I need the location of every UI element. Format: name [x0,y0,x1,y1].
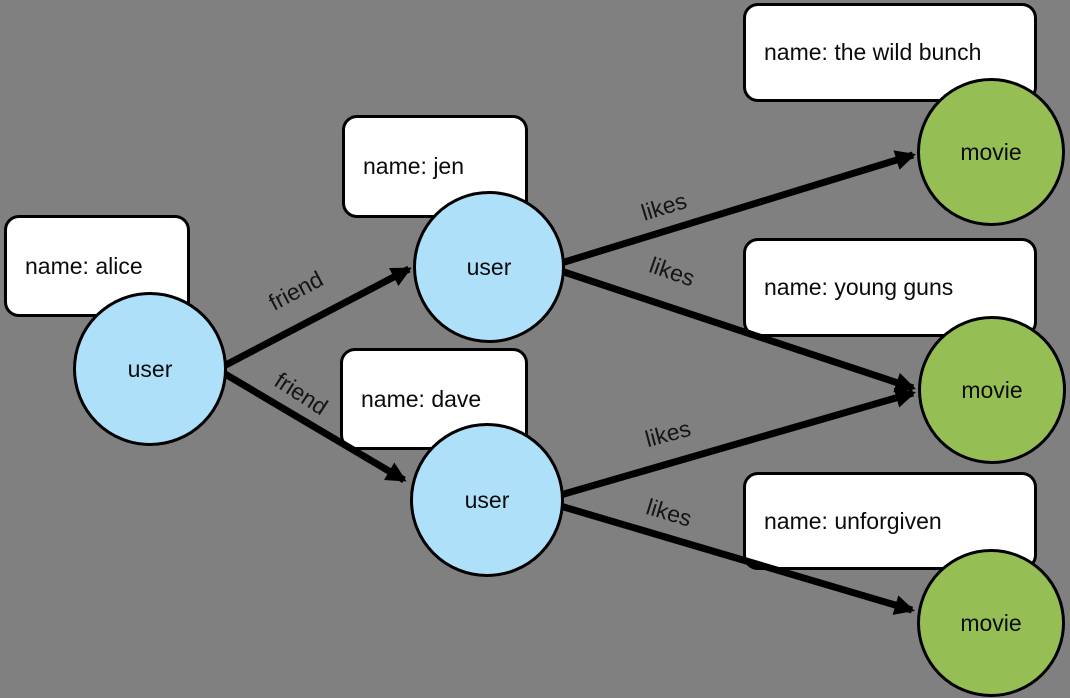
property-text-alice: name: alice [25,252,143,279]
node-user-jen: user [413,191,565,343]
node-user-dave: user [410,423,564,577]
edge-jen-wild-bunch-arrow [556,150,916,268]
node-label-jen: user [466,253,512,280]
property-text-jen: name: jen [363,153,465,179]
edge-dave-young-guns-arrow [556,388,916,500]
node-movie-young-guns: movie [918,316,1066,464]
node-label-unforgiven: movie [960,609,1022,636]
property-text-wild-bunch: name: the wild bunch [764,39,982,65]
node-label-young-guns: movie [961,376,1023,403]
property-box-alice: name: alice [4,215,190,317]
property-text-unforgiven: name: unforgiven [764,507,942,534]
node-label-dave: user [464,486,510,513]
edge-jen-young-guns-arrow [556,266,916,393]
node-label-wild-bunch: movie [960,138,1022,165]
edge-dave-unforgiven-arrow [556,501,915,615]
property-text-dave: name: dave [361,385,482,412]
edge-alice-jen-arrow [218,265,412,372]
node-label-alice: user [127,355,173,382]
node-user-alice: user [73,292,227,446]
property-text-young-guns: name: young guns [764,274,954,300]
node-movie-unforgiven: movie [917,549,1065,697]
edge-alice-dave-arrow [218,367,407,484]
node-movie-wild-bunch: movie [917,78,1065,226]
